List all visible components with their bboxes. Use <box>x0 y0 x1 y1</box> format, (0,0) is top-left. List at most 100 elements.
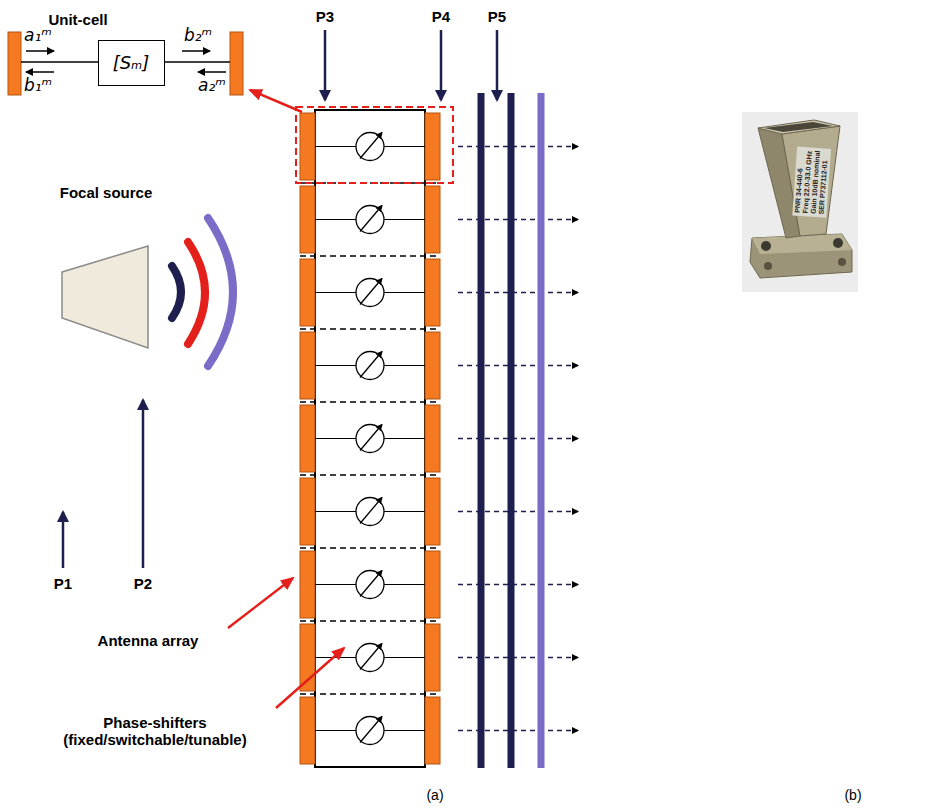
port-patch <box>425 186 440 253</box>
wire <box>315 146 356 147</box>
wave-arrow <box>26 71 54 73</box>
wavefront-plane <box>508 93 515 768</box>
port-patch <box>300 697 315 764</box>
probe-arrow <box>62 512 65 568</box>
node-heading: Unit-cell <box>48 11 107 28</box>
tuning-arrow <box>360 133 382 159</box>
tuning-arrow <box>360 717 382 743</box>
part-label: Focal source <box>60 184 153 201</box>
wire <box>384 511 425 512</box>
horn-sticker: PNR 34-440-6Freq 22.0-33.0 GHzGain 10dB … <box>793 146 832 218</box>
wire <box>384 584 425 585</box>
wire <box>315 438 356 439</box>
radiation-arrow <box>458 511 578 512</box>
wire <box>315 292 356 293</box>
panel-label: (b) <box>844 787 861 803</box>
focal-source <box>62 218 233 366</box>
wave-label: b₁ᵐ <box>24 76 52 96</box>
flange <box>750 234 852 278</box>
callout-arrow <box>228 578 293 628</box>
output-planes <box>481 93 541 768</box>
plane-label: P4 <box>432 8 450 25</box>
callout-arrow <box>250 90 302 112</box>
port-patch <box>425 697 440 764</box>
callouts <box>228 90 453 708</box>
wire <box>315 219 356 220</box>
port-patch <box>300 551 315 618</box>
phase-shifter-symbol <box>356 571 384 599</box>
screw-hole <box>833 238 843 248</box>
phase-shifter-symbol <box>356 206 384 234</box>
horn-photo <box>742 112 858 292</box>
tuning-arrow <box>360 498 382 524</box>
wire <box>384 657 425 658</box>
port-patch <box>300 113 315 180</box>
wavefront <box>188 242 205 344</box>
horn-symbol <box>62 246 148 348</box>
radiation-arrow <box>458 219 578 220</box>
phase-shifter-symbol <box>356 425 384 453</box>
wire <box>315 584 356 585</box>
probe-arrows <box>63 30 497 568</box>
probe-arrow <box>324 30 327 100</box>
wire <box>384 219 425 220</box>
phase-shifter-symbol <box>356 717 384 745</box>
wire <box>384 438 425 439</box>
port-patch <box>300 186 315 253</box>
radiation-arrow <box>458 657 578 658</box>
wave-label: a₁ᵐ <box>24 26 52 46</box>
phase-shifter-symbol <box>356 133 384 161</box>
wire <box>21 61 99 63</box>
wavefront <box>172 266 181 318</box>
phase-shifter-symbol <box>356 352 384 380</box>
port-patch <box>300 332 315 399</box>
cell-divider <box>300 401 440 402</box>
probe-arrow <box>440 30 443 100</box>
radiation-arrow <box>458 146 578 147</box>
highlight-box <box>296 107 453 183</box>
screw-hole <box>764 262 772 270</box>
antenna-array <box>300 110 578 767</box>
port-patch <box>8 32 21 95</box>
phase-shifter-symbol <box>356 279 384 307</box>
screw-hole <box>761 241 771 251</box>
wire <box>165 61 230 63</box>
wire <box>384 146 425 147</box>
radiation-arrow <box>458 730 578 731</box>
port-patch <box>425 478 440 545</box>
cell-divider <box>300 547 440 548</box>
radiation-arrow <box>458 438 578 439</box>
radiation-arrow <box>458 584 578 585</box>
cell-divider <box>300 255 440 256</box>
wire <box>384 292 425 293</box>
tuning-arrow <box>360 571 382 597</box>
node-label: [Sₘ] <box>113 52 150 73</box>
cell-divider <box>300 328 440 329</box>
port-patch <box>425 405 440 472</box>
screw-hole <box>838 258 846 266</box>
wire <box>384 730 425 731</box>
radiation-arrow <box>458 365 578 366</box>
plane-label: P5 <box>488 8 506 25</box>
port-patch <box>425 259 440 326</box>
radiation-arrow <box>458 292 578 293</box>
port-patch <box>300 259 315 326</box>
plane-label: P3 <box>316 8 334 25</box>
wavefront <box>208 218 233 366</box>
panel-label: (a) <box>426 787 443 803</box>
tuning-arrow <box>360 352 382 378</box>
tuning-arrow <box>360 206 382 232</box>
part-label: Antenna array <box>98 632 199 649</box>
cell-divider <box>300 620 440 621</box>
wire <box>315 511 356 512</box>
phase-shifter-symbol <box>356 498 384 526</box>
port-patch <box>300 478 315 545</box>
port-patch <box>425 551 440 618</box>
horn-face <box>782 126 840 236</box>
flange-top <box>752 234 852 254</box>
array-body <box>315 110 425 767</box>
port-patch <box>425 332 440 399</box>
wave-arrow <box>198 71 226 73</box>
